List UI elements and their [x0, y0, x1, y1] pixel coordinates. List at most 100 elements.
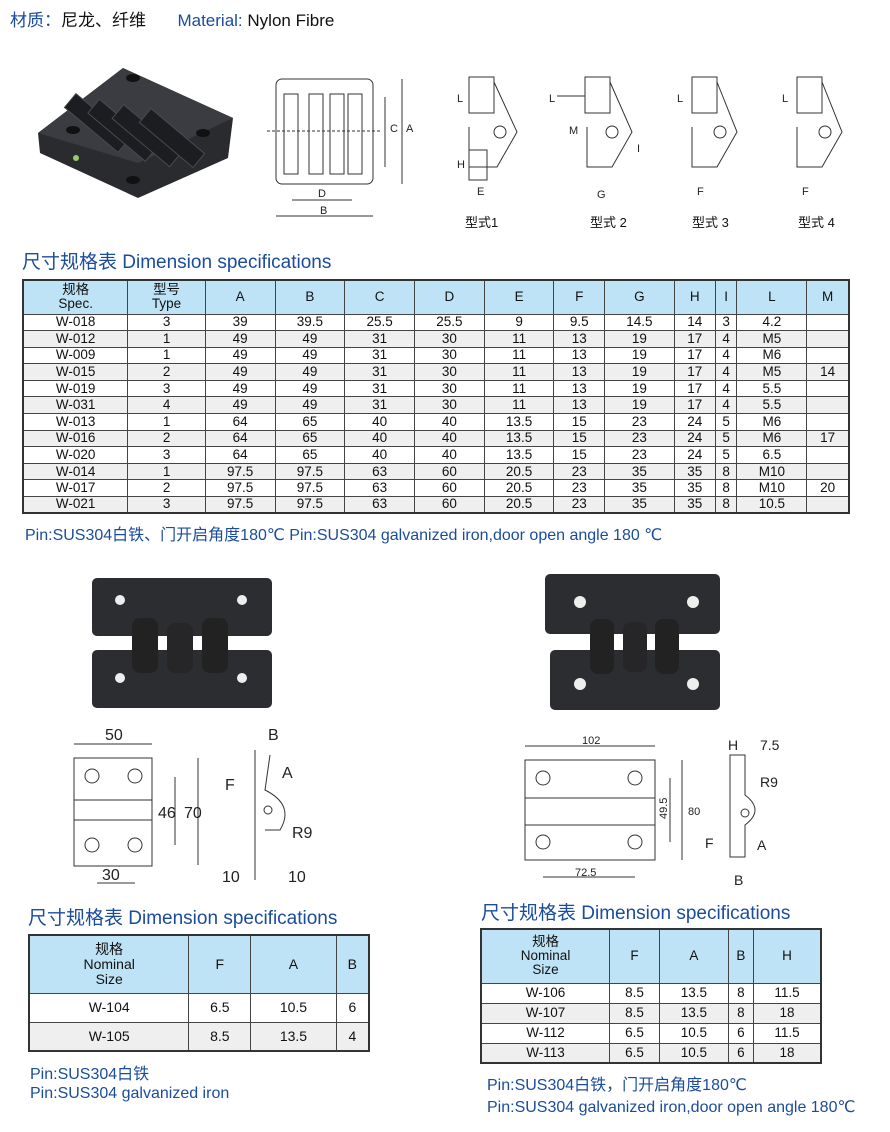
table-cell: 4 [714, 379, 738, 398]
table-cell: 17 [673, 396, 716, 415]
table-cell: 2 [127, 363, 206, 381]
table-cell: 40 [413, 413, 485, 431]
table-cell: W-012 [22, 330, 129, 348]
type-4-label: 型式 4 [798, 215, 835, 230]
table-cell: 1 [127, 330, 206, 348]
table-cell: 24 [673, 446, 716, 464]
table-cell: 6.5 [609, 1022, 660, 1044]
table-cell: 8.5 [609, 1002, 660, 1024]
dimension-drawing-w106: 102 72.5 49.5 80 H 7.5 R9 F A B [524, 735, 780, 888]
table-cell: 65 [274, 413, 346, 431]
table-cell: 3 [127, 446, 206, 464]
table-cell: 8 [714, 479, 738, 498]
table-cell: 5.5 [736, 379, 808, 398]
table-cell: W-021 [22, 496, 129, 514]
table-cell: 13.5 [658, 982, 729, 1004]
table-cell: 13.5 [658, 1002, 729, 1024]
table-cell: 6 [727, 1042, 754, 1064]
table-cell: 23 [553, 479, 605, 498]
label-F: F [697, 186, 704, 198]
table-cell: W-017 [22, 479, 129, 498]
table-cell: 13.5 [483, 413, 555, 431]
table-cell: 31 [344, 396, 415, 415]
table-cell: 30 [413, 330, 485, 348]
column-header: 型号 Type [127, 279, 206, 315]
table-cell: 30 [413, 396, 485, 415]
label-B: B [320, 205, 327, 217]
table-cell: M5 [736, 363, 808, 381]
table-cell: 64 [204, 413, 276, 431]
column-header: 规格 Spec. [22, 279, 129, 315]
material-en-value: Nylon Fibre [247, 11, 335, 30]
column-header: D [413, 279, 485, 315]
label-B: B [734, 872, 743, 888]
table-cell: 13 [553, 346, 605, 365]
table-cell: 23 [553, 462, 605, 481]
table-cell: 15 [553, 429, 605, 448]
label-R9: R9 [760, 774, 778, 790]
table-cell: 49 [204, 379, 276, 398]
table-cell: 23 [604, 446, 675, 464]
table-cell: 49 [274, 330, 346, 348]
table-cell: 19 [604, 363, 675, 381]
table-cell: 4 [714, 396, 738, 415]
table-cell: 19 [604, 346, 675, 365]
table-cell: 35 [673, 496, 716, 514]
hinge-photo-w106 [545, 574, 720, 710]
table-cell: 35 [673, 462, 716, 481]
column-header: A [204, 279, 276, 315]
table-cell: 5 [714, 446, 738, 464]
table-cell: 63 [344, 496, 415, 514]
table-cell: 11.5 [752, 982, 822, 1004]
table-cell: 97.5 [204, 462, 276, 481]
table-cell: W-105 [28, 1021, 190, 1052]
table-cell: 3 [127, 313, 206, 332]
table-cell: 9 [483, 313, 555, 332]
table-cell: 5 [714, 429, 738, 448]
table-cell: W-018 [22, 313, 129, 332]
column-header: B [335, 934, 370, 994]
table-cell: 40 [344, 429, 415, 448]
label-L: L [677, 93, 683, 105]
table-cell: 11 [483, 363, 555, 381]
table-cell: 97.5 [204, 496, 276, 514]
table-cell: 25.5 [344, 313, 415, 332]
column-header: F [188, 934, 252, 994]
dimension-drawing-w104: 50 30 46 70 B A F R9 10 10 [73, 727, 313, 886]
table-cell: 13 [553, 330, 605, 348]
table-cell [806, 379, 850, 398]
table-cell: 17 [806, 429, 850, 448]
table-cell: 11 [483, 379, 555, 398]
label-L: L [549, 93, 555, 105]
label-H: H [728, 737, 738, 753]
table-cell: 30 [413, 379, 485, 398]
table-cell: 65 [274, 446, 346, 464]
table-cell: 97.5 [274, 496, 346, 514]
table-cell: M6 [736, 413, 808, 431]
table-cell [806, 462, 850, 481]
table-cell: 11 [483, 346, 555, 365]
column-header: A [250, 934, 337, 994]
table-cell: 97.5 [274, 479, 346, 498]
table-cell: 4 [714, 363, 738, 381]
table-cell: 40 [344, 446, 415, 464]
label-L: L [782, 93, 788, 105]
table-cell: M10 [736, 462, 808, 481]
column-header: F [609, 928, 660, 984]
table-cell: 30 [413, 346, 485, 365]
table-cell: 4 [127, 396, 206, 415]
table-cell: W-013 [22, 413, 129, 431]
table-cell: 63 [344, 462, 415, 481]
